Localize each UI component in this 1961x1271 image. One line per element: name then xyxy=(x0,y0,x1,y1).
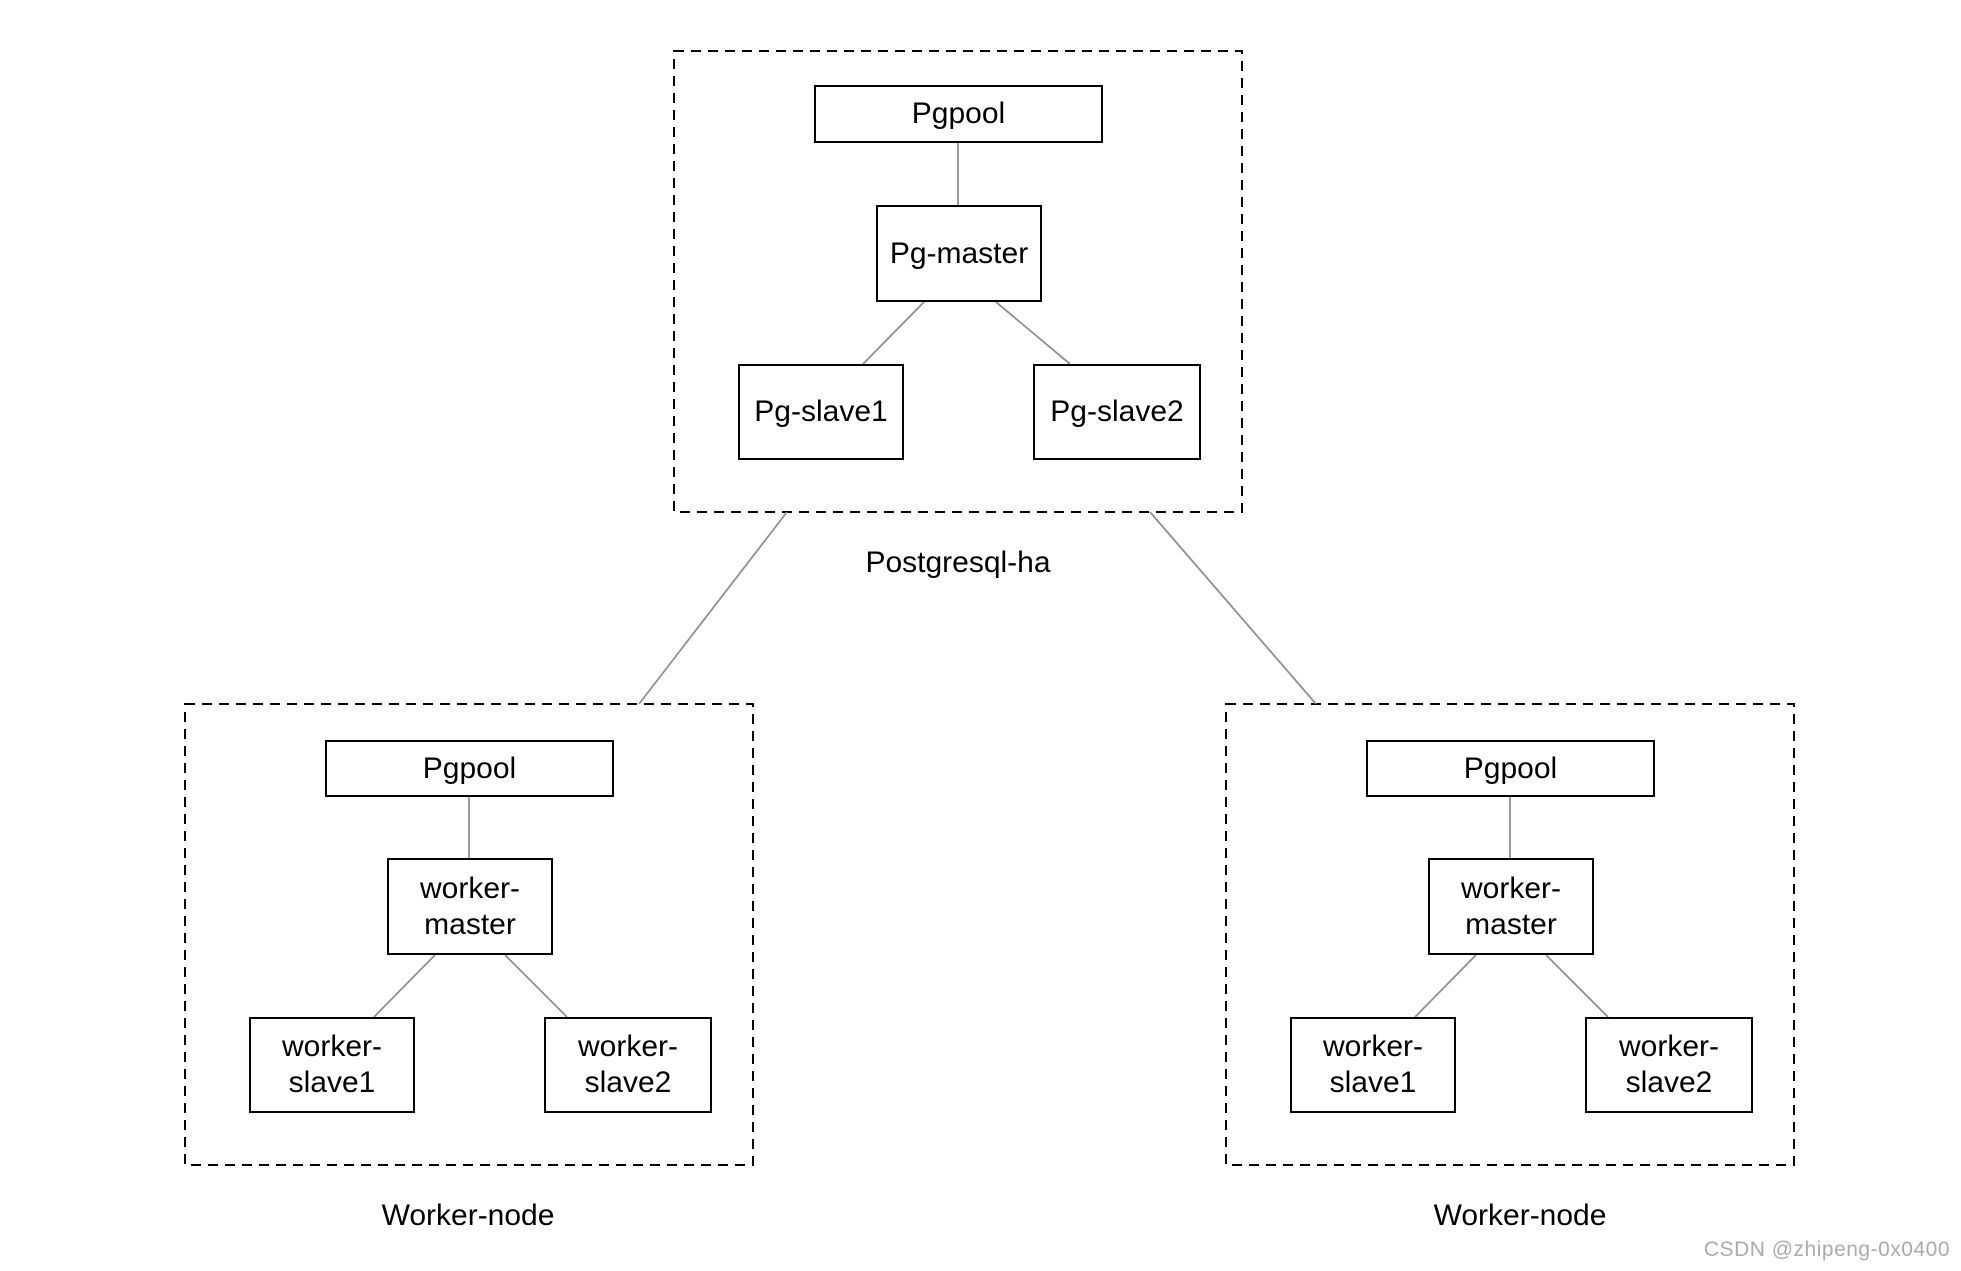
connector-pgmaster-to-pgslave1 xyxy=(862,301,925,365)
group-label-worker-node-right: Worker-node xyxy=(1433,1199,1607,1232)
node-worker-left-pgpool: Pgpool xyxy=(325,740,614,797)
node-worker-right-pgpool-label: Pgpool xyxy=(1463,751,1558,785)
group-label-postgresql-ha: Postgresql-ha xyxy=(865,546,1051,579)
connector-right-master-to-slave2 xyxy=(1545,954,1609,1018)
csdn-watermark: CSDN @zhipeng-0x0400 xyxy=(1703,1238,1950,1261)
node-worker-right-slave2: worker- slave2 xyxy=(1585,1017,1753,1113)
node-pg-slave1-label: Pg-slave1 xyxy=(754,395,888,428)
node-worker-right-slave1-line2: slave1 xyxy=(1329,1066,1417,1099)
node-pgpool-top-label: Pgpool xyxy=(911,97,1006,130)
node-worker-left-slave2: worker- slave2 xyxy=(544,1017,712,1113)
node-pg-slave2-label: Pg-slave2 xyxy=(1050,395,1184,428)
group-label-worker-node-left: Worker-node xyxy=(381,1199,555,1232)
node-worker-left-slave1: worker- slave1 xyxy=(249,1017,415,1113)
node-worker-left-slave2-line2: slave2 xyxy=(584,1066,672,1099)
node-worker-right-slave1-line1: worker- xyxy=(1322,1030,1423,1063)
connector-right-master-to-slave1 xyxy=(1414,954,1477,1018)
node-worker-left-slave1-line2: slave1 xyxy=(288,1066,376,1099)
node-worker-right-slave2-line2: slave2 xyxy=(1625,1066,1713,1099)
node-worker-left-master: worker- master xyxy=(387,858,553,955)
connector-left-master-to-slave2 xyxy=(504,954,568,1018)
node-worker-right-pgpool: Pgpool xyxy=(1366,740,1655,797)
node-pg-slave1: Pg-slave1 xyxy=(738,364,904,460)
connector-left-master-to-slave1 xyxy=(373,954,436,1018)
group-box-postgresql-ha xyxy=(673,50,1243,513)
node-worker-left-pgpool-label: Pgpool xyxy=(422,751,517,785)
node-worker-left-master-line2: master xyxy=(424,907,516,941)
node-pg-slave2: Pg-slave2 xyxy=(1033,364,1201,460)
connector-ha-to-worker-left xyxy=(638,511,788,705)
connector-pgmaster-to-pgslave2 xyxy=(995,301,1071,365)
node-worker-right-master: worker- master xyxy=(1428,858,1594,955)
node-pgpool-top: Pgpool xyxy=(814,85,1103,143)
group-box-worker-node-right xyxy=(1225,703,1795,1166)
node-worker-right-master-line2: master xyxy=(1465,907,1557,941)
node-worker-left-slave1-line1: worker- xyxy=(281,1030,382,1063)
node-worker-right-master-line1: worker- xyxy=(1460,871,1561,905)
node-worker-right-slave2-line1: worker- xyxy=(1618,1030,1719,1063)
group-box-worker-node-left xyxy=(184,703,754,1166)
node-worker-right-slave1: worker- slave1 xyxy=(1290,1017,1456,1113)
connector-ha-to-worker-right xyxy=(1149,511,1317,705)
node-worker-left-slave2-line1: worker- xyxy=(577,1030,678,1063)
node-pg-master-label: Pg-master xyxy=(889,236,1029,270)
node-worker-left-master-line1: worker- xyxy=(419,871,520,905)
node-pg-master: Pg-master xyxy=(876,205,1042,302)
